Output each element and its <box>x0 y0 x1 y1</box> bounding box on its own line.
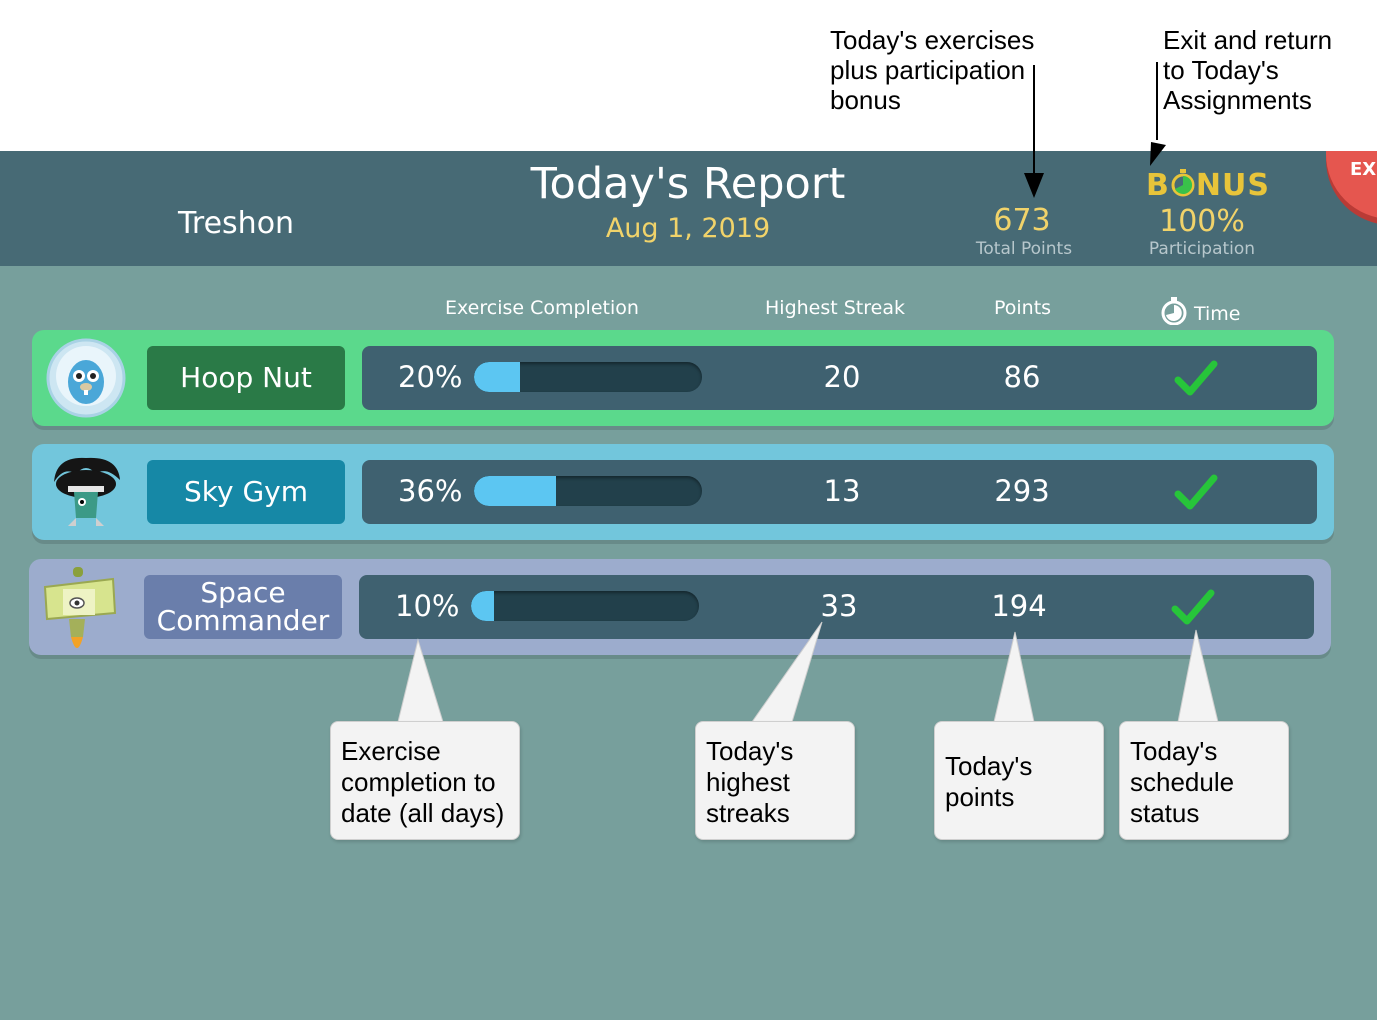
exercises-bonus-note: Today's exercises plus participation bon… <box>830 25 1035 115</box>
row-stats: 36% 13 293 <box>362 460 1317 524</box>
row-name: Sky Gym <box>147 460 345 524</box>
completion-progress-bar <box>474 476 702 506</box>
completion-progress-bar <box>471 591 699 621</box>
check-icon <box>1174 358 1218 398</box>
stopwatch-icon <box>1170 169 1196 197</box>
check-icon <box>1174 472 1218 512</box>
total-points-value: 673 <box>993 203 1051 238</box>
schedule-callout: Today's schedule status <box>1119 721 1289 840</box>
total-points-label: Total Points <box>975 239 1073 259</box>
highest-streak: 20 <box>823 360 861 394</box>
row-name: Hoop Nut <box>147 346 345 410</box>
highest-streak: 13 <box>823 474 861 508</box>
hoop-nut-avatar <box>46 338 126 418</box>
report-header: Treshon Today's Report Aug 1, 2019 673 T… <box>0 151 1377 266</box>
page-title: Today's Report <box>530 159 846 209</box>
table-row[interactable]: Sky Gym 36% 13 293 <box>32 444 1334 540</box>
report-screen: Treshon Today's Report Aug 1, 2019 673 T… <box>0 151 1377 1020</box>
check-icon <box>1171 587 1215 627</box>
report-date: Aug 1, 2019 <box>605 213 771 244</box>
bonus-label: B NUS <box>1146 168 1270 203</box>
sky-gym-avatar <box>46 452 126 532</box>
points-callout: Today's points <box>934 721 1104 840</box>
stopwatch-icon <box>1160 297 1188 330</box>
completion-progress-bar <box>474 362 702 392</box>
row-stats: 20% 20 86 <box>362 346 1317 410</box>
completion-percent: 36% <box>398 474 463 508</box>
table-row[interactable]: Space Commander 10% 33 194 <box>29 559 1331 655</box>
row-name: Space Commander <box>144 575 342 639</box>
progress-fill <box>474 476 557 506</box>
highest-streak: 33 <box>820 589 858 623</box>
progress-fill <box>474 362 520 392</box>
participation-value: 100% <box>1159 204 1245 239</box>
progress-fill <box>471 591 494 621</box>
row-points: 293 <box>994 474 1050 508</box>
column-header-completion: Exercise Completion <box>445 297 639 319</box>
time-header-label: Time <box>1194 303 1241 325</box>
annotation-area: Today's exercises plus participation bon… <box>0 0 1377 151</box>
column-header-points: Points <box>994 297 1052 319</box>
streaks-callout: Today's highest streaks <box>695 721 855 840</box>
participation-label: Participation <box>1148 239 1256 259</box>
column-header-streak: Highest Streak <box>765 297 905 319</box>
exit-button[interactable]: EXIT <box>1326 151 1377 219</box>
row-points: 194 <box>991 589 1047 623</box>
completion-percent: 10% <box>395 589 460 623</box>
table-row[interactable]: Hoop Nut 20% 20 86 <box>32 330 1334 426</box>
row-points: 86 <box>1003 360 1041 394</box>
exit-label: EXIT <box>1350 159 1377 180</box>
row-stats: 10% 33 194 <box>359 575 1314 639</box>
exit-note: Exit and return to Today's Assignments <box>1163 25 1333 115</box>
completion-percent: 20% <box>398 360 463 394</box>
column-header-time: Time <box>1160 297 1241 330</box>
space-commander-avatar <box>39 567 119 648</box>
completion-callout: Exercise completion to date (all days) <box>330 721 520 840</box>
student-name: Treshon <box>178 206 295 241</box>
